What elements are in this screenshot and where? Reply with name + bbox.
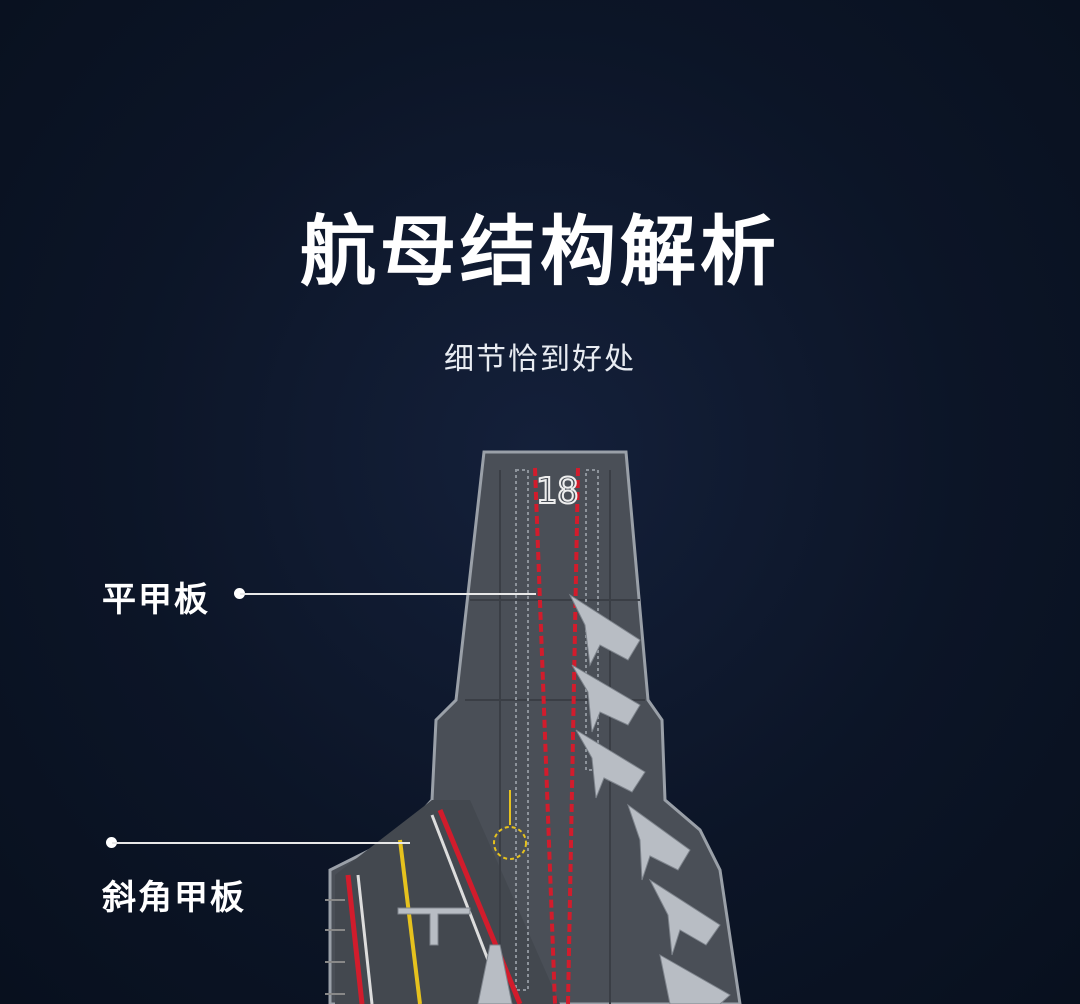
page-title: 航母结构解析: [300, 207, 780, 296]
angled-stripe: [345, 874, 365, 1004]
runway-stripe: [566, 467, 580, 1004]
jet: [659, 954, 731, 1004]
angled-stripe: [437, 809, 523, 1004]
jet: [571, 664, 641, 733]
jet: [648, 878, 721, 956]
page-subtitle: 细节恰到好处: [444, 342, 636, 377]
jet: [627, 803, 691, 881]
jet: [477, 944, 513, 1004]
callout-line: [240, 593, 536, 595]
callout-line: [112, 842, 410, 844]
angled-deck: [335, 800, 560, 1004]
runway-stripe: [533, 467, 557, 1004]
callout-label-angled-deck: 斜角甲板: [102, 878, 246, 918]
callout-dot: [234, 588, 245, 599]
jet: [575, 729, 646, 799]
jet: [568, 593, 641, 667]
helicopter: [397, 907, 471, 946]
callout-dot: [106, 837, 117, 848]
hull-number: 18: [535, 471, 578, 512]
callout-label-flat-deck: 平甲板: [102, 580, 210, 620]
